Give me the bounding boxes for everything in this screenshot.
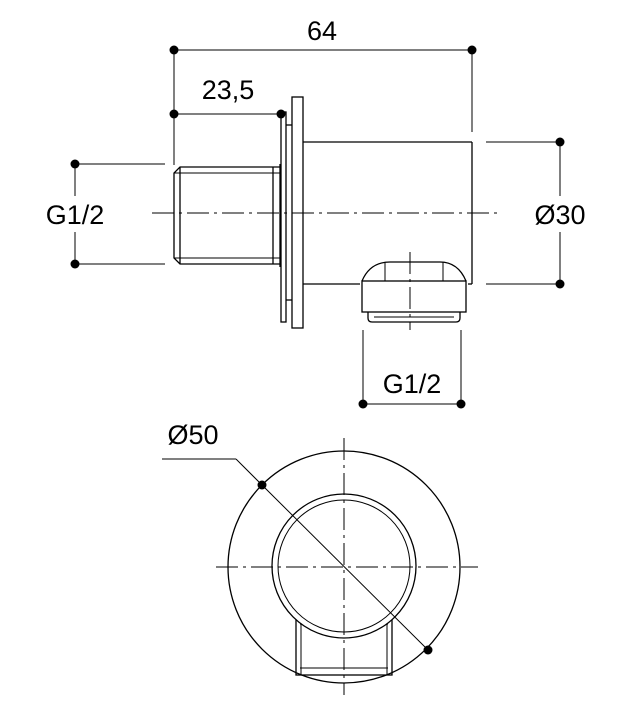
front-view: Ø50 <box>162 420 478 695</box>
dimension-overall-length: 64 <box>169 16 477 165</box>
dimension-inlet-thread: G1/2 <box>46 159 165 269</box>
body-cylinder <box>303 141 473 285</box>
dimension-thread-length: 23,5 <box>169 75 286 119</box>
dimension-outlet-thread: G1/2 <box>358 330 466 409</box>
thread-length-label: 23,5 <box>202 75 255 105</box>
inlet-thread-label: G1/2 <box>46 200 105 230</box>
side-view: 64 23,5 G1/2 Ø30 <box>46 16 586 409</box>
outlet-nut <box>361 252 467 330</box>
inlet-thread <box>173 164 281 267</box>
dimension-body-diameter: Ø30 <box>486 137 586 289</box>
flange-diameter-label: Ø50 <box>167 420 218 450</box>
outlet-thread-label: G1/2 <box>383 369 442 399</box>
dimension-flange-diameter: Ø50 <box>162 420 433 655</box>
body-diameter-label: Ø30 <box>534 200 585 230</box>
overall-length-label: 64 <box>307 16 337 46</box>
